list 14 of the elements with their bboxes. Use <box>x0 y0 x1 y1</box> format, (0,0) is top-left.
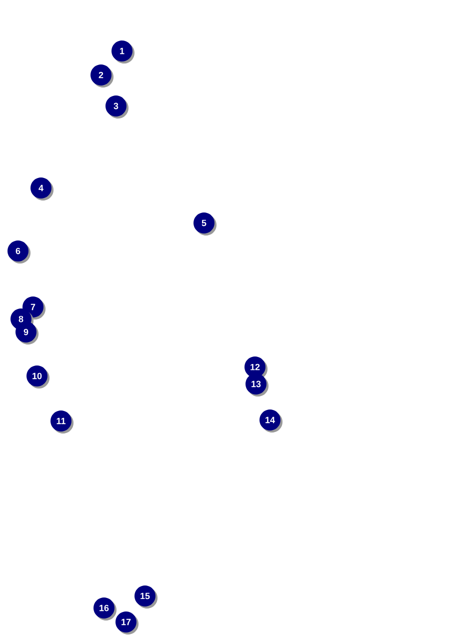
callout-number: 3 <box>106 96 128 118</box>
callout-number: 14 <box>260 410 282 432</box>
callout-number: 4 <box>30 178 54 200</box>
callout-number: 13 <box>246 374 268 396</box>
callout-number: 15 <box>134 586 158 608</box>
callout-number: 9 <box>16 322 38 344</box>
callout-number: 11 <box>50 410 74 434</box>
callout-number: 17 <box>116 612 138 634</box>
callout-number: 1 <box>112 40 134 64</box>
callout-number: 16 <box>94 598 116 620</box>
callout-number: 5 <box>194 212 216 236</box>
callout-number: 2 <box>90 64 114 88</box>
callout-number: 6 <box>8 240 30 264</box>
callout-number: 10 <box>26 366 50 388</box>
